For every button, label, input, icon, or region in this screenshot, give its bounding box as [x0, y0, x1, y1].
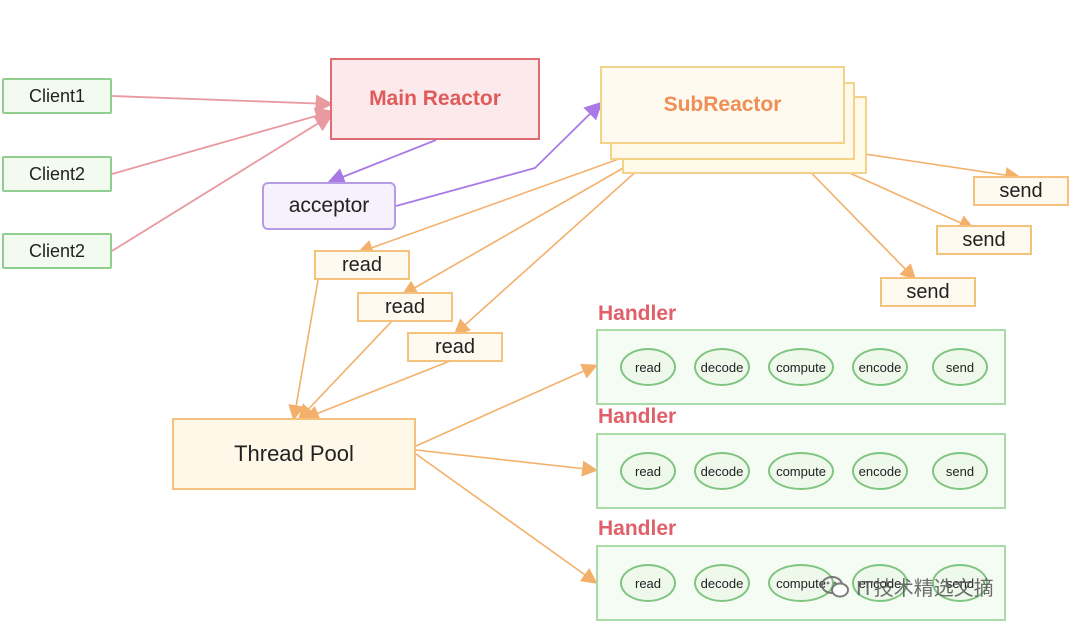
read-box-2: read [357, 292, 453, 322]
read-box-1: read [314, 250, 410, 280]
client-label: Client2 [28, 240, 86, 261]
handler-step: encode [852, 348, 908, 386]
arrow-acceptor-sub [395, 101, 603, 207]
handler-step: encode [852, 452, 908, 490]
handler-box-2: read decode compute encode send [596, 433, 1006, 509]
send-box-3: send [880, 277, 976, 307]
watermark: IT技术精选文摘 [820, 572, 994, 601]
handler-step: read [620, 564, 676, 602]
handler-step: encode [852, 564, 908, 602]
handler-title: Handler [598, 405, 677, 428]
handler-title: Handler [598, 517, 677, 540]
send-label: send [962, 228, 1006, 251]
arrow-read1-pool [288, 279, 319, 422]
wechat-icon [821, 575, 849, 597]
acceptor-label: acceptor [288, 194, 370, 217]
arrow-pool-handler2 [415, 449, 599, 477]
arrow-sub-read2 [401, 147, 659, 296]
handler-step: decode [694, 348, 750, 386]
read-label: read [384, 295, 426, 318]
arrow-read2-pool [297, 320, 393, 421]
client-box-2: Client2 [2, 156, 112, 192]
handler-step: compute [768, 452, 834, 490]
read-label: read [434, 335, 476, 358]
handler-step: send [932, 348, 988, 386]
read-label: read [341, 253, 383, 276]
handler-title: Handler [598, 302, 677, 325]
handler-step: send [932, 452, 988, 490]
arrow-pool-handler1 [415, 363, 598, 447]
send-box-2: send [936, 225, 1032, 255]
arrow-main-acceptor [326, 139, 437, 186]
thread-pool-box: Thread Pool [172, 418, 416, 490]
client-label: Client1 [28, 85, 86, 106]
sub-reactor-box: SubReactor [600, 66, 845, 144]
arrow-sub-read1 [356, 145, 656, 256]
handler-step: decode [694, 564, 750, 602]
arrow-client2a-main [111, 107, 334, 175]
thread-pool-label: Thread Pool [234, 441, 354, 466]
arrow-client1-main [111, 94, 334, 113]
send-label: send [999, 179, 1043, 202]
sub-reactor-label: SubReactor [663, 93, 782, 116]
handler-box-3: read decode compute encode send [596, 545, 1006, 621]
client-box-3: Client2 [2, 233, 112, 269]
handler-step: decode [694, 452, 750, 490]
client-box-1: Client1 [2, 78, 112, 114]
arrow-read3-pool [303, 360, 451, 421]
send-label: send [906, 280, 950, 303]
handler-step: read [620, 348, 676, 386]
handler-step: send [932, 564, 988, 602]
client-label: Client2 [28, 163, 86, 184]
handler-step: read [620, 452, 676, 490]
acceptor-box: acceptor [262, 182, 396, 230]
arrow-client2b-main [111, 114, 334, 252]
handler-box-1: read decode compute encode send [596, 329, 1006, 405]
main-reactor-box: Main Reactor [330, 58, 540, 140]
arrow-pool-handler3 [415, 453, 598, 584]
main-reactor-label: Main Reactor [369, 87, 501, 110]
arrow-sub-read3 [453, 149, 661, 336]
watermark-text: IT技术精选文摘 [856, 578, 994, 600]
send-box-1: send [973, 176, 1069, 206]
handler-step: compute [768, 348, 834, 386]
read-box-3: read [407, 332, 503, 362]
